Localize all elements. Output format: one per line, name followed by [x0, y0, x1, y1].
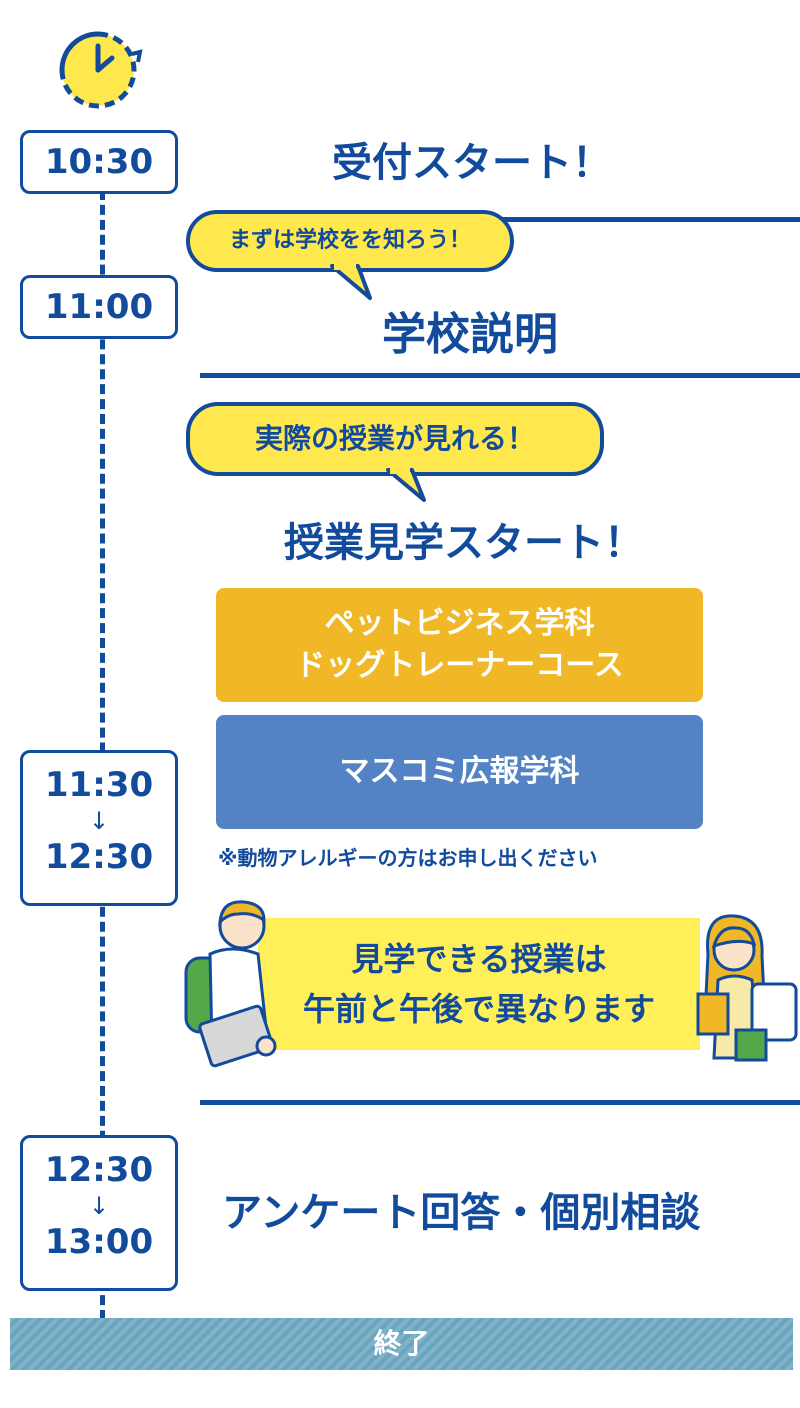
time-box-2: 11:00	[20, 275, 178, 339]
clock-icon	[54, 28, 150, 112]
female-student-illustration	[696, 914, 798, 1062]
banner-line: 見学できる授業は	[351, 940, 607, 978]
heading-class-observation-start: 授業見学スタート！	[284, 520, 644, 566]
info-banner: 見学できる授業は 午前と午後で異なります	[258, 918, 700, 1050]
heading-reception-start: 受付スタート！	[332, 140, 612, 186]
time-start-label: 12:30	[44, 1150, 154, 1190]
time-box-4: 12:30 ↓ 13:00	[20, 1135, 178, 1291]
speech-bubble-learn-school: まずは学校をを知ろう！	[186, 210, 514, 272]
bubble-tail	[330, 264, 372, 300]
heading-survey-consultation: アンケート回答・個別相談	[222, 1190, 701, 1236]
divider-line	[200, 373, 800, 378]
time-end-label: 13:00	[44, 1222, 154, 1262]
course-pet-business: ペットビジネス学科 ドッグトレーナーコース	[216, 588, 703, 702]
banner-line: 午前と午後で異なります	[302, 990, 655, 1028]
course-line: ドッグトレーナーコース	[295, 648, 624, 683]
bubble-tail	[386, 468, 426, 502]
course-line: ペットビジネス学科	[324, 606, 595, 641]
down-arrow-icon: ↓	[88, 1192, 110, 1220]
course-mass-communication: マスコミ広報学科	[216, 715, 703, 829]
end-bar: 終了	[10, 1318, 793, 1370]
time-box-1: 10:30	[20, 130, 178, 194]
course-line: マスコミ広報学科	[339, 754, 580, 789]
allergy-note: ※動物アレルギーの方はお申し出ください	[218, 846, 598, 870]
male-student-illustration	[184, 900, 277, 1068]
speech-bubble-see-class: 実際の授業が見れる！	[186, 402, 604, 476]
time-label: 10:30	[44, 142, 154, 182]
time-label: 11:00	[44, 287, 154, 327]
time-end-label: 12:30	[44, 837, 154, 877]
divider-line	[200, 1100, 800, 1105]
heading-school-briefing: 学校説明	[382, 309, 558, 360]
time-start-label: 11:30	[44, 765, 154, 805]
down-arrow-icon: ↓	[88, 807, 110, 835]
time-box-3: 11:30 ↓ 12:30	[20, 750, 178, 906]
